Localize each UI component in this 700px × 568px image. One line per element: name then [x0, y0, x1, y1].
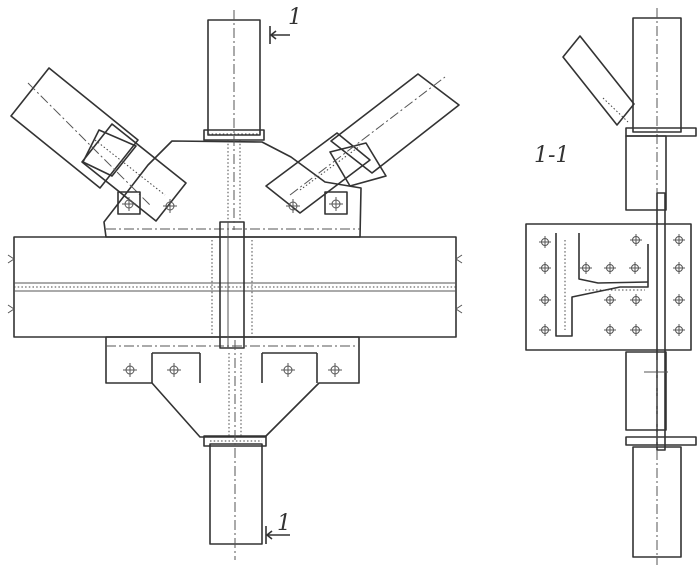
left-diagonal-member — [10, 67, 187, 222]
top-vertical-member — [203, 10, 265, 230]
section-mark-label: 1 — [288, 5, 302, 30]
bolt-symbol — [604, 324, 616, 336]
bolt-symbol — [630, 294, 642, 306]
bottom-chord — [7, 236, 463, 338]
bolt-symbol — [286, 199, 300, 213]
bolt-symbol — [539, 236, 551, 248]
section-diagonal-stub — [562, 35, 635, 126]
lower-gusset-plate — [105, 336, 360, 438]
bolt-symbol — [630, 324, 642, 336]
bolt-symbol — [673, 294, 685, 306]
bolt-symbol — [122, 197, 136, 211]
section-mark-top: 1 — [269, 5, 302, 44]
bolt-symbols — [122, 197, 343, 377]
bolt-symbol — [281, 363, 295, 377]
upper-gusset-plate — [103, 140, 362, 238]
bolt-symbol — [539, 324, 551, 336]
bolt-symbol — [673, 262, 685, 274]
bolt-symbol — [163, 199, 177, 213]
bolt-symbol — [673, 324, 685, 336]
section-1-1-view: 1-1 — [525, 8, 697, 565]
node-plan-view: 1 1 — [7, 5, 463, 560]
splice-plate — [211, 221, 253, 349]
bolt-symbol — [123, 363, 137, 377]
section-bolt-symbols — [539, 234, 685, 336]
bolt-symbol — [539, 294, 551, 306]
bolt-symbol — [673, 234, 685, 246]
bolt-symbol — [167, 363, 181, 377]
section-web-plate — [656, 192, 666, 451]
section-gusset-plate — [525, 223, 692, 351]
section-title: 1-1 — [534, 143, 569, 168]
bolt-symbol — [580, 262, 592, 274]
section-bottom-column — [625, 351, 697, 565]
bolt-symbol — [604, 294, 616, 306]
section-top-column — [625, 8, 697, 220]
right-diagonal-member — [265, 73, 460, 215]
bolt-symbol — [629, 262, 641, 274]
bolt-symbol — [328, 363, 342, 377]
section-mark-bottom: 1 — [265, 511, 291, 544]
bolt-symbol — [329, 197, 343, 211]
section-mark-label: 1 — [277, 511, 291, 536]
bolt-symbol — [630, 234, 642, 246]
bolt-symbol — [539, 262, 551, 274]
bottom-vertical-member — [203, 340, 267, 560]
bolt-symbol — [604, 262, 616, 274]
